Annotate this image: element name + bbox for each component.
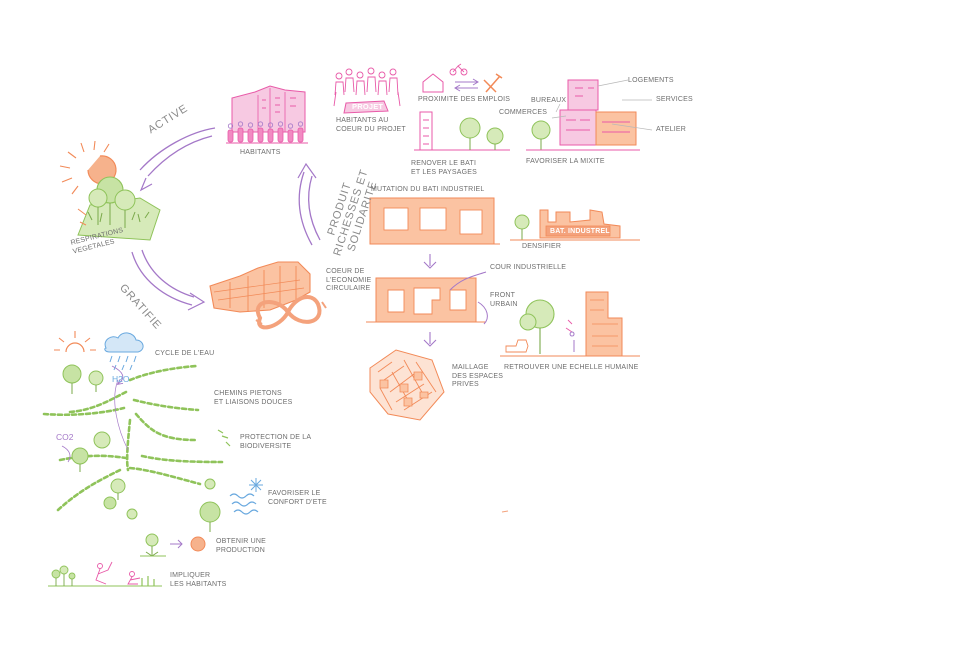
label-confort: FAVORISER LE CONFORT D'ETE [268,490,327,506]
cycle-arrow-active [139,127,216,192]
production-illustration [140,533,206,557]
projet-people-illustration [333,67,401,114]
label-services: SERVICES [656,96,693,103]
recycle-loop-icon [255,295,327,330]
cloud-rain-icon [104,332,144,371]
tree-icon [62,364,104,394]
exchange-arrows-icon [454,78,479,92]
label-protection: PROTECTION DE LA BIODIVERSITE [240,434,312,450]
label-echelle: RETROUVER UNE ECHELLE HUMAINE [504,364,639,371]
economy-blocks-illustration [209,261,327,330]
label-front: FRONT URBAIN [490,292,518,308]
label-atelier: ATELIER [656,126,687,133]
impliquer-illustration [48,561,162,587]
cycle-arrow-gratifie [131,249,206,311]
mutation-illustration [369,197,640,245]
label-mixite: FAVORISER LA MIXITE [526,158,605,165]
label-habitants-coeur: HABITANTS AU COEUR DU PROJET [336,117,406,133]
maillage-illustration [369,349,445,421]
cycle-arrow-produit [297,162,321,246]
green-links-network [42,364,224,512]
tree-icon [71,431,221,532]
renover-illustration [414,111,510,151]
label-renover: RENOVER LE BATI ET LES PAYSAGES [411,160,478,176]
habitants-illustration [226,85,308,144]
label-cour: COUR INDUSTRIELLE [490,264,567,271]
cour-illustration [366,271,488,325]
label-projet-sign: PROJET [352,102,384,111]
sun-icon [54,331,96,353]
arrow-down-icon [423,332,437,347]
vegetal-cluster [59,140,161,241]
proximite-illustration [422,63,503,93]
label-production: OBTENIR UNE PRODUCTION [216,538,267,554]
tools-icon [483,73,503,93]
label-impliquer: IMPLIQUER LES HABITANTS [170,572,227,588]
echelle-humaine-illustration [500,291,640,357]
label-bat-industriel: BAT. INDUSTREL [550,228,610,235]
mixite-illustration [526,79,653,151]
stray-mark [501,510,509,513]
label-mutation: MUTATION DU BATI INDUSTRIEL [371,186,485,193]
label-chemins: CHEMINS PIETONS ET LIAISONS DOUCES [214,390,293,406]
label-coeur-economie: COEUR DE L'ECONOMIE CIRCULAIRE [326,268,372,292]
label-densifier: DENSIFIER [522,243,562,250]
bicycle-icon [449,63,468,76]
label-co2: CO2 [56,432,74,442]
heat-wave-icon [229,493,259,515]
label-h2o: H2O [112,374,130,384]
label-habitants: HABITANTS [240,149,281,156]
arrow-down-icon [423,254,437,269]
label-commerces: COMMERCES [499,109,548,116]
label-maillage: MAILLAGE DES ESPACES PRIVES [452,364,504,388]
snowflake-icon [249,478,263,492]
label-cycle-eau: CYCLE DE L'EAU [155,350,215,357]
label-proximite: PROXIMITE DES EMPLOIS [418,96,511,103]
label-bureaux: BUREAUX [531,97,567,104]
label-logements: LOGEMENTS [628,77,674,84]
